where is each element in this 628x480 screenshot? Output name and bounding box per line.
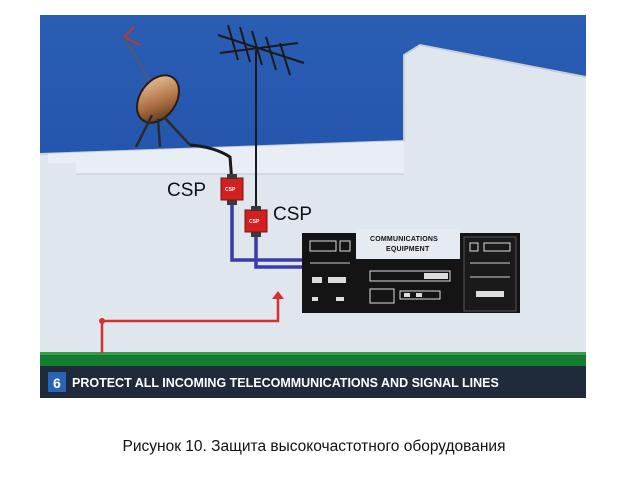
satellite-dish [123, 26, 191, 148]
ground [40, 352, 586, 366]
device-tag-right: CSP [249, 219, 260, 225]
communications-equipment: COMMUNICATIONS EQUIPMENT [302, 229, 520, 313]
banner-text: PROTECT ALL INCOMING TELECOMMUNICATIONS … [72, 376, 499, 390]
figure-caption: Рисунок 10. Защита высокочастотного обор… [122, 438, 506, 455]
equipment-label-line2: EQUIPMENT [386, 246, 430, 253]
eave [40, 141, 404, 174]
roof-line [40, 43, 586, 155]
csp-label-left: CSP [167, 180, 206, 201]
device-tag-left: CSP [225, 187, 236, 193]
step-number: 6 [53, 375, 61, 391]
satellite-coax [189, 143, 234, 184]
banner [40, 366, 586, 398]
equipment-label-line1: COMMUNICATIONS [370, 236, 438, 243]
ground-wire [100, 298, 280, 353]
step-badge [48, 372, 66, 392]
tv-antenna [217, 24, 305, 210]
csp-label-right: CSP [273, 204, 312, 225]
illustration: CSP CSP CSP CSP COMMUNICATIONS EQUIPMENT [40, 15, 586, 398]
csp-protector-left: CSP [220, 174, 244, 205]
csp-protector-right: CSP [244, 206, 268, 237]
